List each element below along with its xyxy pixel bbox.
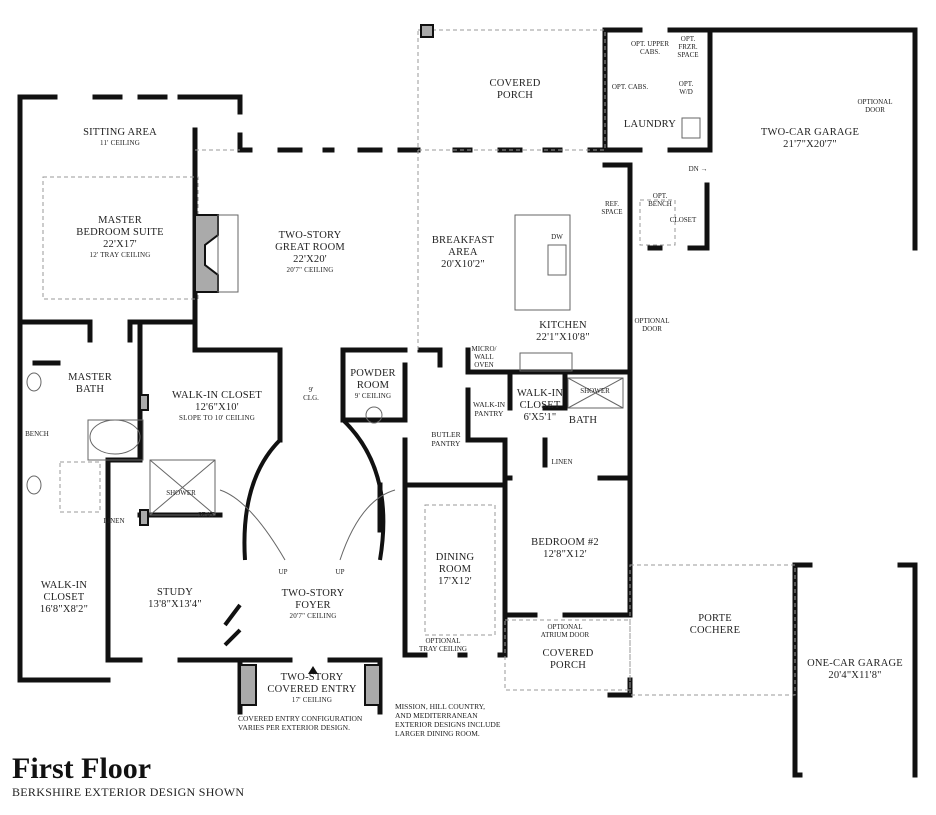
plan-title: First Floor bbox=[12, 752, 152, 785]
shower-bed2-label: SHOWER bbox=[580, 387, 610, 395]
column-right bbox=[364, 664, 381, 706]
linen-bed2-label: LINEN bbox=[551, 458, 573, 466]
dashed-lines bbox=[42, 29, 796, 696]
fixture-outlines bbox=[26, 117, 701, 561]
fixtures bbox=[139, 24, 434, 706]
plan-subtitle: BERKSHIRE EXTERIOR DESIGN SHOWN bbox=[12, 785, 245, 799]
laundry-label: LAUNDRY bbox=[623, 119, 677, 130]
up-left-label: UP bbox=[278, 568, 288, 576]
column-left bbox=[239, 664, 257, 706]
opt-frzr-label: OPT.FRZR.SPACE bbox=[677, 35, 699, 60]
closet-label: CLOSET bbox=[669, 216, 697, 224]
fireplace bbox=[194, 214, 219, 293]
ref-space-label: REF.SPACE bbox=[601, 200, 623, 217]
ceiling-9-label: 9'CLG. bbox=[303, 386, 319, 403]
seat-label: SEAT bbox=[197, 511, 215, 519]
opt-cabs-label: OPT. CABS. bbox=[611, 83, 649, 91]
shower-master-label: SHOWER bbox=[166, 489, 196, 497]
opt-wd-label: OPT.W/D bbox=[678, 80, 694, 97]
entry-arrow-icon bbox=[308, 666, 318, 674]
up-right-label: UP bbox=[335, 568, 345, 576]
foyer-curves bbox=[223, 418, 386, 647]
opt-bench-label: OPT.BENCH bbox=[648, 192, 672, 209]
dw-label: DW bbox=[551, 233, 563, 241]
bench-label: BENCH bbox=[25, 430, 49, 438]
porch-post bbox=[420, 24, 434, 38]
linen-master-label: LINEN bbox=[103, 517, 125, 525]
dn-label: DN → bbox=[688, 165, 708, 173]
bath-label: BATH bbox=[568, 415, 598, 426]
